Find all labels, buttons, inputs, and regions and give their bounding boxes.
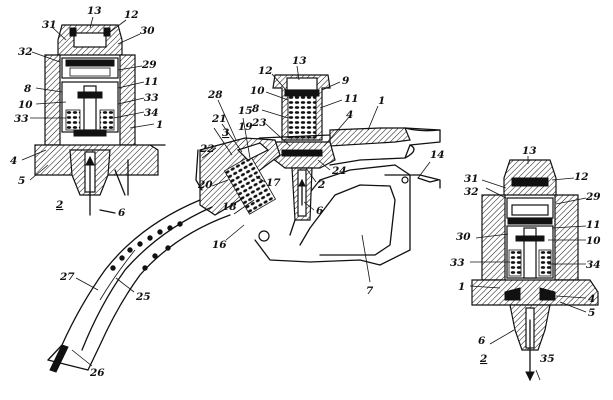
label-25-main: 25	[135, 291, 151, 303]
right-valve-detail: 31 13 32 12 29 11 10 30 33 34 1 4 5 6 2 …	[450, 145, 601, 382]
label-7-main: 7	[366, 285, 374, 297]
label-23-main: 23	[251, 117, 267, 129]
label-1-right: 1	[458, 281, 465, 293]
label-14-main: 14	[430, 149, 445, 161]
label-21-main: 21	[211, 113, 227, 125]
label-35-right: 35	[540, 353, 555, 365]
label-10-right: 10	[586, 235, 601, 247]
right-leaders	[469, 156, 587, 381]
left-labels: 31 13 12 30 32 29 8 11 10 33 33 34 1 4 5…	[10, 5, 163, 219]
label-12-right: 12	[574, 171, 589, 183]
label-11: 11	[144, 76, 159, 88]
label-13-right: 13	[522, 145, 537, 157]
label-32: 32	[18, 46, 33, 58]
label-10-main: 10	[250, 85, 265, 97]
label-6: 6	[118, 207, 126, 219]
label-33b: 33	[144, 92, 159, 104]
label-11-main: 11	[344, 93, 359, 105]
main-nozzle-assembly: 13 12 9 10 11 8 1 23 4 28 21 15 19 3 22 …	[47, 55, 445, 379]
label-5-right: 5	[588, 307, 595, 319]
spout-dots	[110, 221, 183, 271]
label-30-right: 30	[456, 231, 471, 243]
label-4: 4	[10, 155, 17, 167]
label-33-right: 33	[450, 257, 465, 269]
label-6-right: 6	[478, 335, 486, 347]
label-13-main: 13	[292, 55, 307, 67]
label-22-main: 22	[199, 143, 215, 155]
label-17-main: 17	[266, 177, 281, 189]
label-18-main: 18	[222, 201, 237, 213]
label-28-main: 28	[207, 89, 223, 101]
label-10: 10	[18, 99, 33, 111]
label-1: 1	[156, 119, 163, 131]
label-31-right: 31	[464, 173, 479, 185]
left-leaders	[21, 16, 155, 181]
label-30: 30	[140, 25, 155, 37]
label-31: 31	[42, 19, 57, 31]
right-labels: 31 13 32 12 29 11 10 30 33 34 1 4 5 6 2 …	[450, 145, 601, 365]
main-leaders	[71, 65, 431, 367]
label-2: 2	[55, 199, 63, 211]
left-valve-detail: 31 13 12 30 32 29 8 11 10 33 33 34 1 4 5…	[10, 5, 166, 219]
label-4-right: 4	[588, 293, 595, 305]
label-11-right: 11	[586, 219, 601, 231]
main-labels: 13 12 9 10 11 8 1 23 4 28 21 15 19 3 22 …	[59, 55, 445, 379]
label-5: 5	[18, 175, 25, 187]
label-26-main: 26	[89, 367, 105, 379]
label-29-right: 29	[585, 191, 601, 203]
label-16-main: 16	[212, 239, 227, 251]
label-12-main: 12	[258, 65, 273, 77]
label-24-main: 24	[331, 165, 347, 177]
label-27-main: 27	[59, 271, 75, 283]
label-20-main: 20	[197, 179, 213, 191]
label-4-main: 4	[346, 109, 353, 121]
label-8-main: 8	[252, 103, 260, 115]
label-1-main: 1	[378, 95, 385, 107]
label-34-right: 34	[586, 259, 601, 271]
label-13: 13	[87, 5, 102, 17]
label-3-main: 3	[222, 127, 229, 139]
label-2-right: 2	[479, 353, 487, 365]
label-32-right: 32	[464, 186, 479, 198]
label-12: 12	[124, 9, 139, 21]
label-34: 34	[144, 107, 159, 119]
label-8: 8	[24, 83, 32, 95]
label-33a: 33	[14, 113, 29, 125]
label-2-main: 2	[317, 179, 325, 191]
label-19-main: 19	[238, 121, 253, 133]
label-9-main: 9	[342, 75, 350, 87]
label-29: 29	[141, 59, 157, 71]
label-6-main: 6	[316, 205, 324, 217]
label-15-main: 15	[238, 105, 253, 117]
